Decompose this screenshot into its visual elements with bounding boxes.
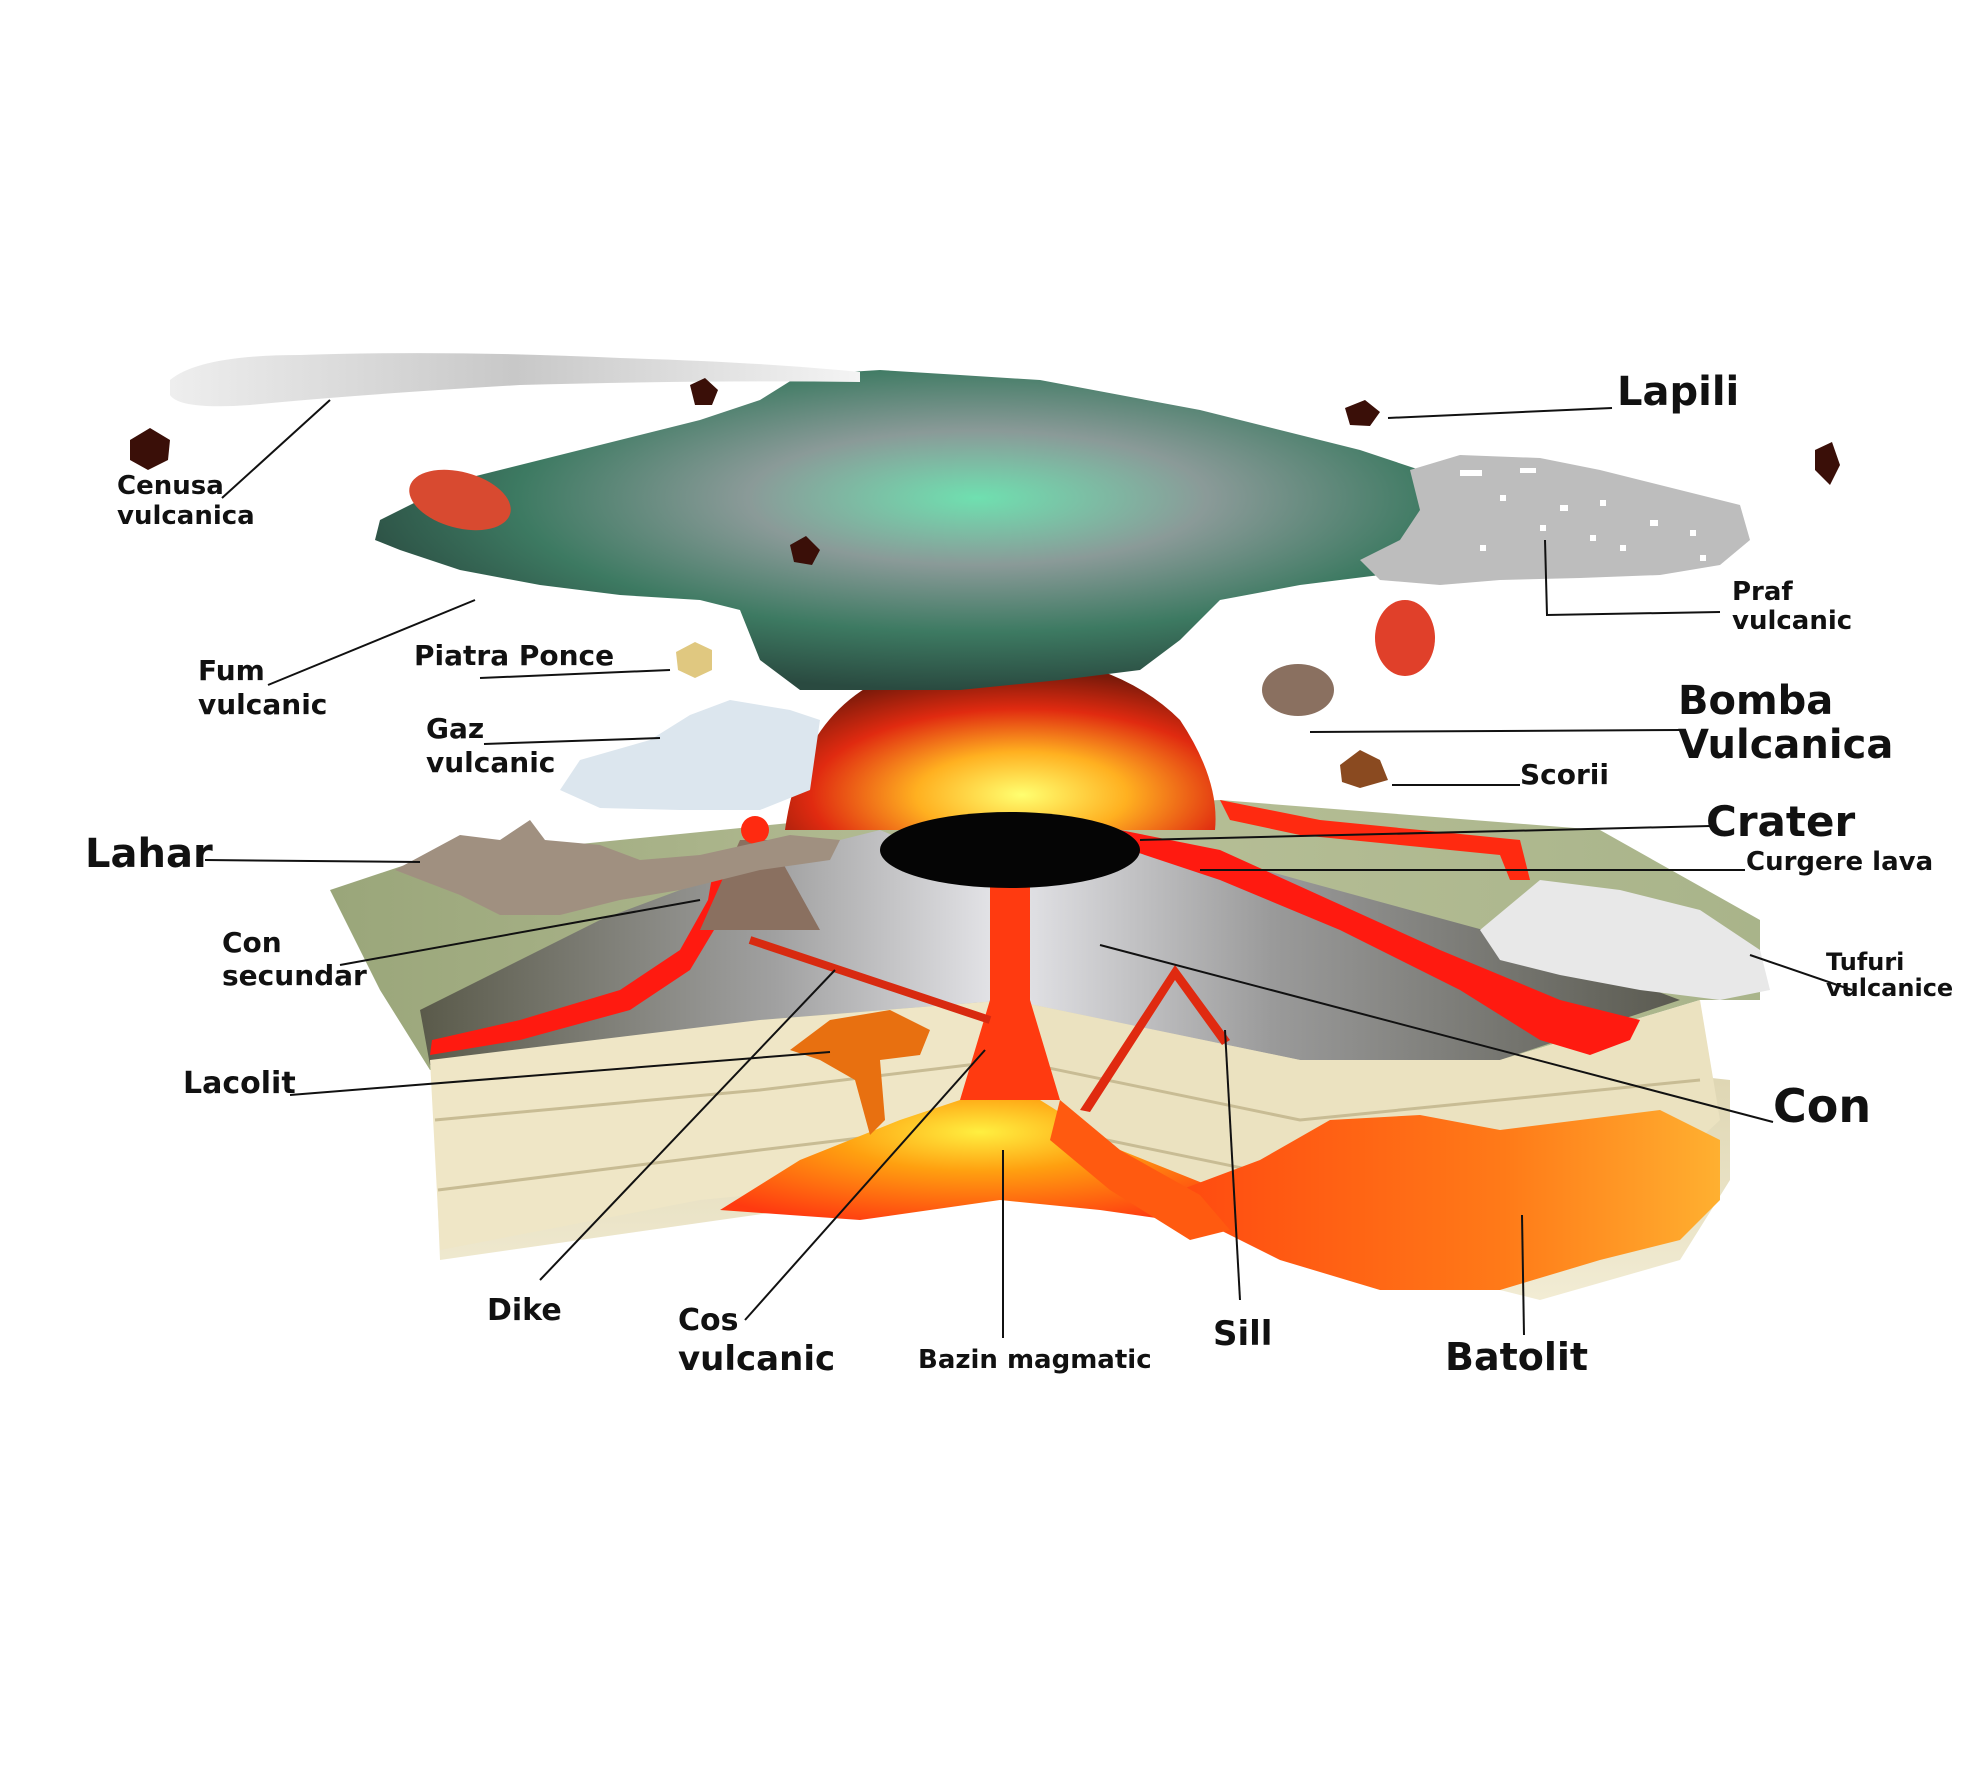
leader-cenusa [221, 399, 331, 499]
leader-bomba [1309, 729, 1681, 733]
lacolit-shape [790, 1010, 930, 1135]
leader-lapili [1387, 407, 1613, 419]
tufuri-vulcanice-graphic [1480, 880, 1770, 1000]
leader-con [1099, 944, 1774, 1123]
crater-eruption [785, 654, 1216, 888]
lava-flow-right [1120, 830, 1640, 1055]
label-piatra-ponce: Piatra Ponce [414, 639, 614, 672]
praf-specks [1460, 468, 1706, 561]
crater-opening [880, 812, 1140, 888]
label-sill: Sill [1213, 1314, 1272, 1354]
label-con: Con [1773, 1079, 1871, 1133]
bomba-vulcanica-rock [1375, 600, 1435, 676]
plume [170, 353, 1770, 1000]
lahar-graphic [395, 820, 840, 915]
label-cenusa-line2: vulcanica [117, 501, 255, 531]
leader-lacolit [289, 1051, 831, 1096]
lapili-rock [690, 378, 718, 405]
leader-batolit [1521, 1214, 1525, 1336]
lapili-rock [1815, 442, 1840, 485]
fum-vulcanic-cloud [375, 370, 1470, 690]
lapili-rock [130, 428, 170, 470]
leader-crater [1139, 825, 1711, 841]
dike-shape [748, 936, 992, 1024]
label-curgere-lava: Curgere lava [1746, 847, 1933, 877]
sill-shape [1080, 965, 1230, 1112]
cenusa-vulcanica-streak [170, 353, 860, 407]
bomba-vulcanica-rock [409, 469, 511, 531]
lava-flow-upper-right [1220, 800, 1530, 880]
label-bomba-line2: Vulcanica [1678, 722, 1893, 768]
label-tufuri-line2: vulcanice [1826, 974, 1953, 1002]
scorii-rock [1340, 750, 1388, 788]
leader-sill [1224, 1029, 1241, 1301]
leader-lahar [204, 859, 421, 863]
label-lahar: Lahar [85, 831, 213, 877]
label-con-secundar-line1: Con [222, 926, 282, 959]
label-fum-line2: vulcanic [198, 688, 327, 721]
label-gaz-line1: Gaz [426, 712, 484, 745]
leader-piatra [479, 669, 671, 679]
bomba-vulcanica-rock [1262, 664, 1334, 716]
label-lapili: Lapili [1617, 369, 1739, 415]
label-batolit: Batolit [1445, 1335, 1588, 1379]
leader-dike [539, 969, 836, 1281]
leader-lines [204, 399, 1853, 1338]
leader-con-secundar [339, 899, 701, 966]
lava-flow-left [430, 860, 730, 1055]
label-con-secundar-line2: secundar [222, 959, 367, 992]
label-praf-line1: Praf [1732, 577, 1793, 607]
lapili-rock [790, 536, 820, 565]
label-tufuri-line1: Tufuri [1826, 948, 1904, 976]
magma-system [720, 880, 1720, 1290]
bazin-magmatic-shape [720, 1090, 1240, 1230]
labels: Cenusa vulcanica Fum vulcanic Piatra Pon… [85, 369, 1953, 1379]
leader-gaz [483, 737, 661, 745]
lapili-rock [1345, 400, 1380, 426]
lava-flows [430, 800, 1640, 1055]
leader-tufuri [1749, 954, 1853, 991]
cos-vulcanic-conduit [960, 880, 1060, 1100]
leader-cos [744, 1049, 986, 1321]
label-lacolit: Lacolit [183, 1066, 296, 1101]
label-cenusa-line1: Cenusa [117, 471, 224, 501]
praf-vulcanic-cloud [1360, 455, 1750, 585]
label-dike: Dike [487, 1293, 562, 1328]
label-scorii: Scorii [1520, 758, 1609, 791]
piatra-ponce-rock [676, 642, 712, 678]
label-gaz-line2: vulcanic [426, 746, 555, 779]
label-praf-line2: vulcanic [1732, 606, 1852, 636]
leader-fum [267, 599, 476, 686]
leader-praf [1544, 539, 1721, 617]
label-bomba-line1: Bomba [1678, 678, 1833, 724]
label-cos-line1: Cos [678, 1303, 738, 1338]
eruption-dome [785, 654, 1216, 830]
batolit-shape [1180, 1110, 1720, 1290]
label-crater: Crater [1706, 797, 1855, 846]
label-fum-line1: Fum [198, 654, 265, 687]
batolit-feeder [1050, 1100, 1230, 1240]
gaz-vulcanic-cloud [560, 700, 820, 810]
ejecta [130, 378, 1840, 788]
label-bazin-magmatic: Bazin magmatic [918, 1345, 1152, 1375]
label-cos-line2: vulcanic [678, 1339, 835, 1379]
